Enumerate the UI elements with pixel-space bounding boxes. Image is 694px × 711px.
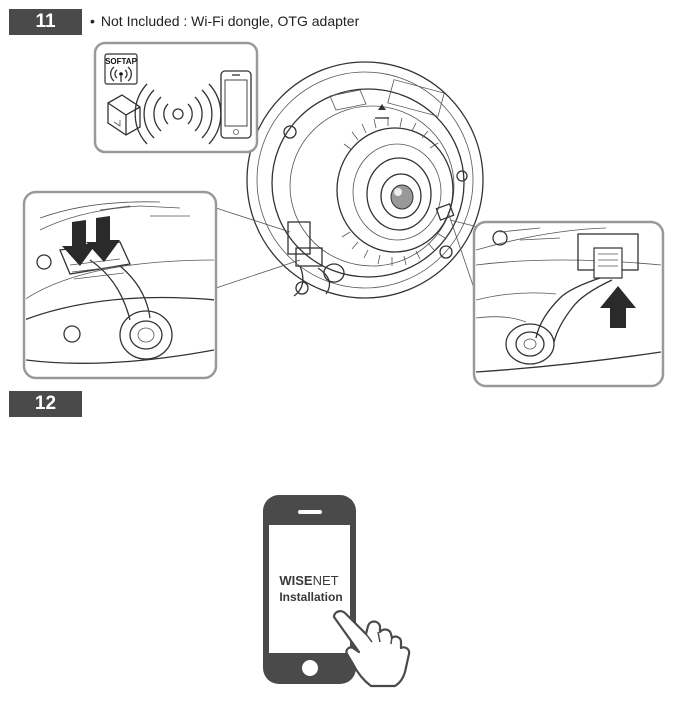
- step-12-badge: 12: [9, 391, 82, 417]
- cable-insert-callout: [22, 190, 218, 380]
- note-text: Not Included : Wi-Fi dongle, OTG adapter: [100, 13, 360, 29]
- up-arrow-icon: [600, 286, 636, 328]
- wifi-antenna-icon: [110, 66, 132, 82]
- smartphone-icon: [220, 70, 252, 139]
- wifi-signal-icon: [134, 83, 222, 145]
- down-arrow-icon: [86, 216, 120, 262]
- wifi-dongle-icon: [107, 94, 141, 136]
- down-arrow-icon: [62, 220, 96, 266]
- softap-badge: SOFTAP: [104, 53, 138, 85]
- step-11-note: • Not Included : Wi-Fi dongle, OTG adapte…: [90, 13, 359, 29]
- camera-illustration: [246, 61, 484, 299]
- wifi-pairing-callout: SOFTAP: [93, 41, 259, 154]
- step-11-badge: 11: [9, 9, 82, 35]
- softap-label: SOFTAP: [105, 57, 138, 66]
- note-bullet: •: [90, 13, 95, 29]
- cable-connect-callout: [472, 220, 665, 388]
